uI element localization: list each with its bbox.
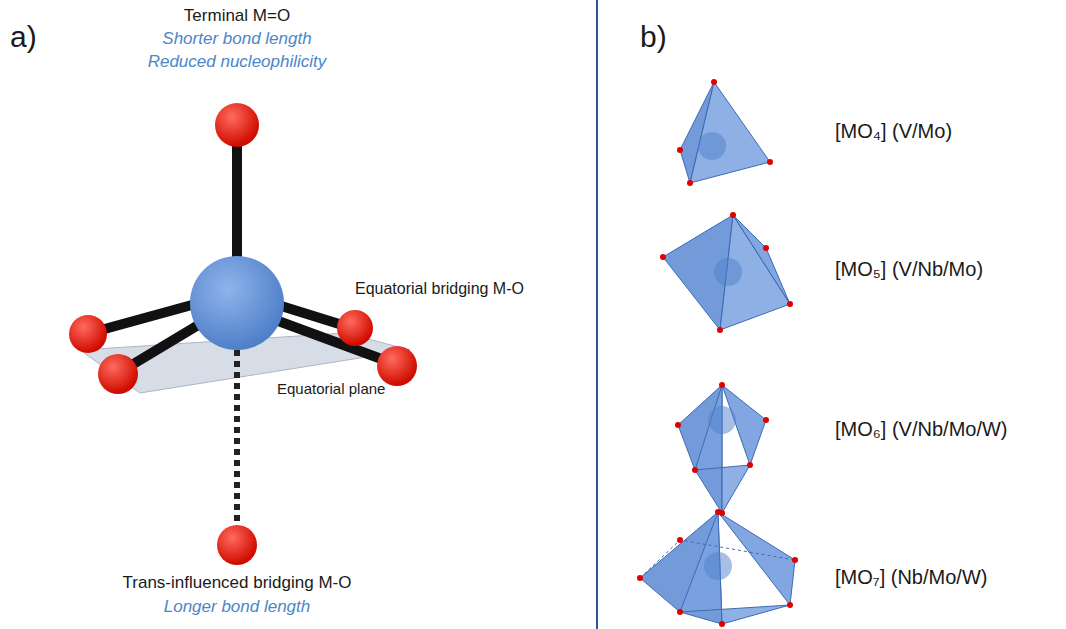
plane-label: Equatorial plane xyxy=(277,380,385,397)
panel-letter: b) xyxy=(640,20,667,55)
callout-note: Shorter bond length xyxy=(162,29,311,49)
polyhedron-label: [MO₆] (V/Nb/Mo/W) xyxy=(835,418,1008,441)
panel-letter: a) xyxy=(10,20,37,55)
callout-title: Terminal M=O xyxy=(184,6,290,26)
callout-note: Reduced nucleophilicity xyxy=(148,52,327,72)
polyhedron-label: [MO₇] (Nb/Mo/W) xyxy=(835,566,987,589)
callout-title: Trans-influenced bridging M-O xyxy=(123,573,352,593)
callout-title: Equatorial bridging M-O xyxy=(355,280,524,298)
polyhedron-label: [MO₄] (V/Mo) xyxy=(835,120,952,143)
polyhedron-label: [MO₅] (V/Nb/Mo) xyxy=(835,258,983,281)
callout-note: Longer bond length xyxy=(164,597,311,617)
